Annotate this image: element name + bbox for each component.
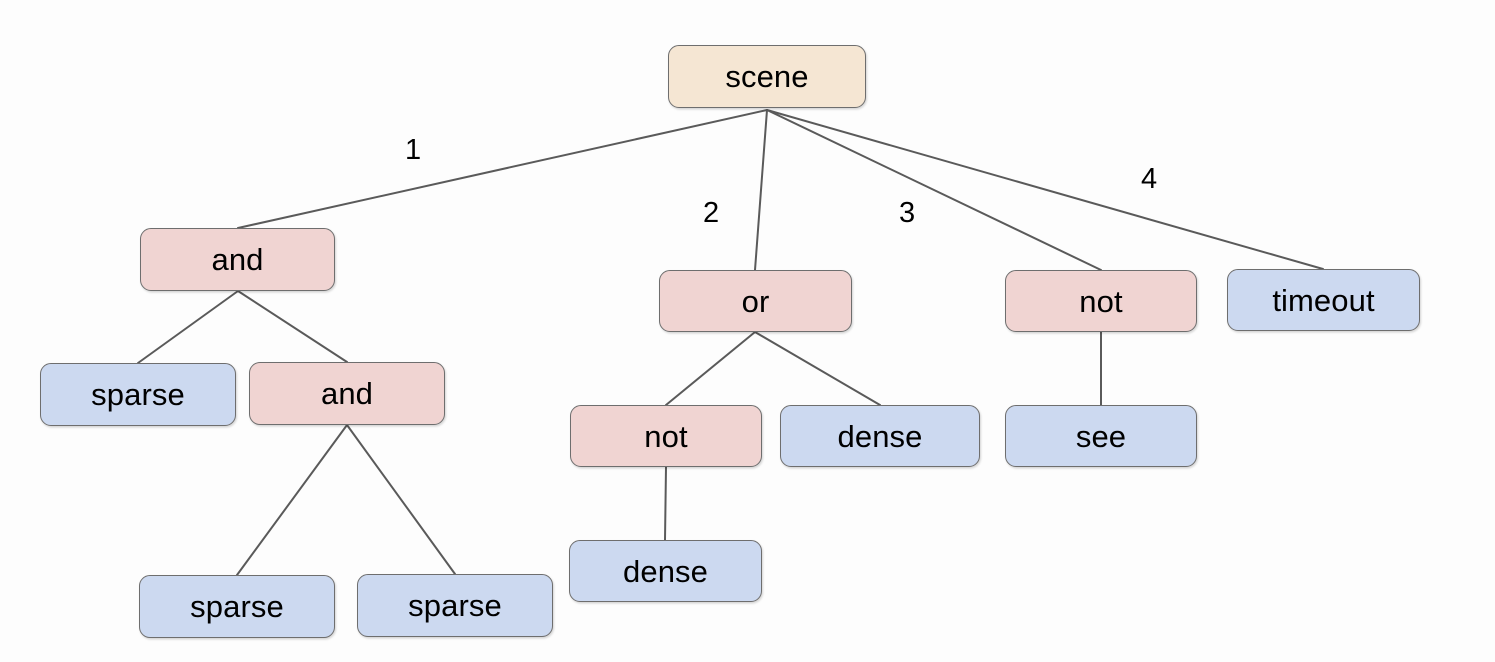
edge-label-4: 4 — [1141, 163, 1158, 195]
tree-node-or_1[interactable]: or — [659, 270, 852, 332]
tree-edge-and_2-to-sparse_2 — [236, 424, 348, 576]
tree-node-timeout_1[interactable]: timeout — [1227, 269, 1420, 331]
tree-edge-and_1-to-sparse_1 — [137, 290, 239, 364]
tree-edge-root-to-or_1 — [754, 109, 768, 271]
tree-edge-or_1-to-not_1 — [665, 331, 756, 406]
tree-node-sparse_3[interactable]: sparse — [357, 574, 553, 637]
edge-label-2: 2 — [703, 197, 720, 229]
tree-edge-root-to-and_1 — [237, 109, 768, 229]
edge-label-1: 1 — [405, 134, 422, 166]
tree-edge-not_1-to-dense_1 — [664, 466, 667, 541]
tree-node-root[interactable]: scene — [668, 45, 866, 108]
tree-edge-and_2-to-sparse_3 — [346, 424, 456, 575]
tree-node-sparse_2[interactable]: sparse — [139, 575, 335, 638]
edge-label-3: 3 — [899, 197, 916, 229]
tree-node-see_1[interactable]: see — [1005, 405, 1197, 467]
tree-edge-and_1-to-and_2 — [237, 290, 348, 363]
tree-node-dense_2[interactable]: dense — [780, 405, 980, 467]
tree-node-and_2[interactable]: and — [249, 362, 445, 425]
tree-edge-or_1-to-dense_2 — [754, 331, 881, 406]
tree-node-dense_1[interactable]: dense — [569, 540, 762, 602]
tree-edge-root-to-timeout_1 — [766, 109, 1324, 270]
tree-node-sparse_1[interactable]: sparse — [40, 363, 236, 426]
tree-node-and_1[interactable]: and — [140, 228, 335, 291]
tree-node-not_1[interactable]: not — [570, 405, 762, 467]
tree-node-not_2[interactable]: not — [1005, 270, 1197, 332]
tree-edge-root-to-not_2 — [766, 109, 1102, 271]
